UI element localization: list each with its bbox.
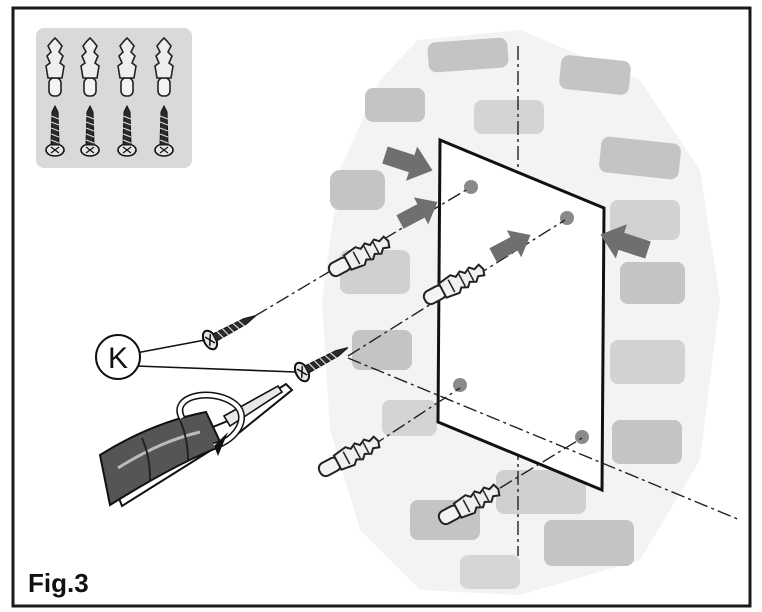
wall-plug-icon	[80, 37, 100, 97]
wall-plug-icon	[45, 37, 65, 97]
callout-letter: K	[108, 342, 128, 375]
callout-k: K	[95, 334, 297, 380]
fixing-kit-panel	[36, 28, 192, 168]
figure-label: Fig.3	[28, 568, 89, 598]
wall-plug-icon	[117, 37, 137, 97]
mounting-plate	[436, 137, 606, 493]
wall-plug-icon	[154, 37, 174, 97]
screwdriver-icon	[98, 382, 294, 508]
